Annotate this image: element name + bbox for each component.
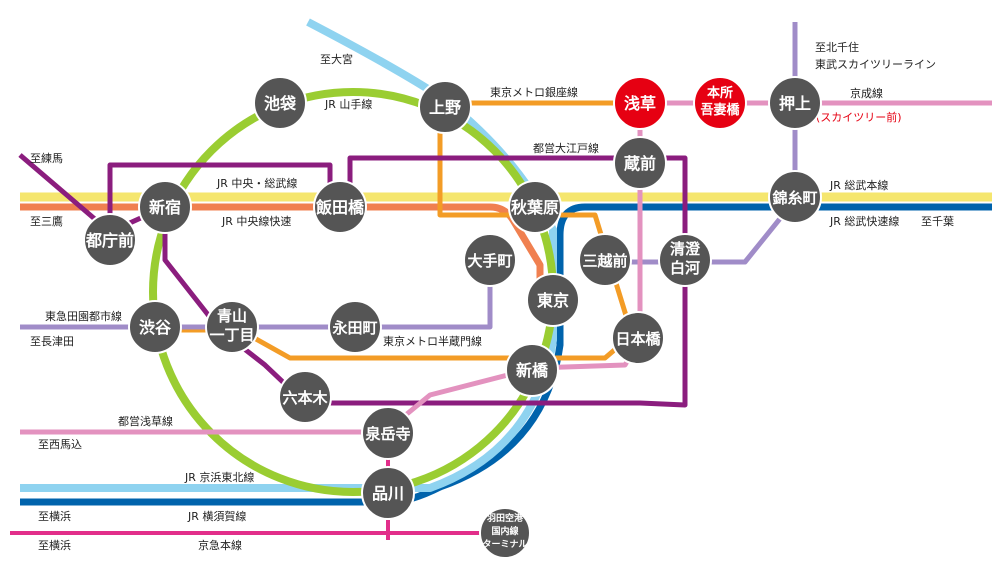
label-jr-yokosuka: JR 横須賀線 [187, 509, 246, 523]
station-honjo-name-2: 吾妻橋 [700, 102, 740, 118]
station-kinshicho[interactable]: 錦糸町 [768, 170, 822, 224]
station-nagatacho[interactable]: 永田町 [328, 300, 382, 354]
station-nihonbashi[interactable]: 日本橋 [611, 311, 665, 365]
label-keisei: 京成線 [850, 86, 883, 100]
station-haneda-name-2: 国内線 [491, 525, 518, 537]
label-to-omiya: 至大宮 [320, 52, 353, 66]
station-shinagawa-name: 品川 [372, 484, 404, 503]
station-roppongi-name: 六本木 [282, 389, 328, 407]
label-toei-oedo: 都営大江戸線 [533, 141, 599, 155]
label-jr-chuo-rapid: JR 中央線快速 [221, 214, 291, 228]
station-roppongi[interactable]: 六本木 [278, 370, 332, 424]
station-kiyosumi-shirakawa[interactable]: 清澄 白河 [658, 233, 712, 287]
label-to-chiba: 至千葉 [921, 214, 954, 228]
line-labels: 至大宮 至練馬 至三鷹 至北千住 東武スカイツリーライン 京成線 (スカイツリー… [30, 40, 954, 552]
station-akihabara[interactable]: 秋葉原 [508, 180, 562, 234]
label-jr-sobu-rapid: JR 総武快速線 [829, 214, 899, 228]
station-shinjuku-name: 新宿 [149, 198, 181, 217]
label-tokyu-den: 東急田園都市線 [45, 309, 122, 323]
station-iidabashi-name: 飯田橋 [315, 198, 365, 217]
label-to-yokohama-1: 至横浜 [38, 509, 71, 523]
label-tobu-skytree: 東武スカイツリーライン [815, 58, 936, 71]
label-toei-asakusa: 都営浅草線 [118, 414, 173, 428]
station-tokyo[interactable]: 東京 [526, 273, 580, 327]
station-shinjuku[interactable]: 新宿 [138, 180, 192, 234]
station-ikebukuro[interactable]: 池袋 [253, 76, 307, 130]
station-ueno-name: 上野 [429, 98, 461, 117]
station-akihabara-name: 秋葉原 [511, 198, 559, 217]
station-tokyo-name: 東京 [537, 291, 569, 310]
label-metro-hanzomon: 東京メトロ半蔵門線 [383, 334, 482, 348]
station-shimbashi[interactable]: 新橋 [505, 343, 559, 397]
station-shibuya-name: 渋谷 [139, 318, 172, 337]
station-tochomae[interactable]: 都庁前 [83, 213, 137, 267]
station-aoyama-name-2: 一丁目 [209, 326, 254, 344]
station-nihonbashi-name: 日本橋 [615, 330, 661, 348]
stations: 池袋 上野 浅草 本所 吾妻橋 押上 蔵前 錦糸町 新宿 [83, 76, 822, 559]
station-otemachi-name: 大手町 [467, 252, 512, 270]
station-otemachi[interactable]: 大手町 [463, 233, 517, 287]
station-ueno[interactable]: 上野 [418, 80, 472, 134]
label-to-kitasenju: 至北千住 [815, 40, 859, 54]
station-honjo-azumabashi[interactable]: 本所 吾妻橋 [693, 76, 747, 130]
station-kiyosumi-name-1: 清澄 [670, 240, 701, 258]
label-to-nagatsuta: 至長津田 [30, 335, 74, 348]
station-kuramae[interactable]: 蔵前 [613, 136, 667, 190]
station-ikebukuro-name: 池袋 [264, 94, 297, 113]
station-sengakuji[interactable]: 泉岳寺 [361, 406, 415, 460]
station-sengakuji-name: 泉岳寺 [364, 425, 410, 443]
station-aoyama-name-1: 青山 [217, 307, 247, 325]
station-haneda-name-3: ターミナル [482, 538, 527, 550]
station-shibuya[interactable]: 渋谷 [128, 300, 182, 354]
label-jr-chuo-sobu: JR 中央・総武線 [216, 176, 297, 190]
station-nagatacho-name: 永田町 [331, 319, 377, 337]
label-keikyu-main: 京急本線 [198, 538, 242, 552]
label-jr-sobu-main: JR 総武本線 [829, 178, 888, 192]
label-to-nerima: 至練馬 [30, 151, 63, 165]
label-to-yokohama-2: 至横浜 [38, 538, 71, 552]
station-aoyama-itchome[interactable]: 青山 一丁目 [205, 300, 259, 354]
label-metro-ginza: 東京メトロ銀座線 [490, 85, 578, 99]
station-asakusa-name: 浅草 [624, 94, 656, 113]
station-asakusa[interactable]: 浅草 [613, 76, 667, 130]
station-oshiage-name: 押上 [779, 94, 811, 113]
station-tochomae-name: 都庁前 [85, 231, 134, 250]
station-kinshicho-name: 錦糸町 [771, 189, 817, 207]
station-shimbashi-name: 新橋 [516, 361, 549, 380]
label-to-nishimagome: 至西馬込 [38, 438, 82, 451]
label-to-mitaka: 至三鷹 [30, 214, 63, 228]
label-jr-keihin: JR 京浜東北線 [184, 470, 254, 484]
station-honjo-name-1: 本所 [707, 85, 733, 101]
station-iidabashi[interactable]: 飯田橋 [313, 180, 367, 234]
station-haneda-name-1: 羽田空港 [487, 512, 524, 524]
station-mitsukoshimae[interactable]: 三越前 [578, 233, 632, 287]
label-skytree-mae: (スカイツリー前) [816, 110, 902, 124]
station-oshiage[interactable]: 押上 [768, 76, 822, 130]
station-haneda[interactable]: 羽田空港 国内線 ターミナル [479, 507, 531, 559]
station-shinagawa[interactable]: 品川 [361, 466, 415, 520]
station-mitsukoshimae-name: 三越前 [582, 252, 627, 270]
label-jr-yamanote: JR 山手線 [324, 97, 372, 111]
station-kuramae-name: 蔵前 [624, 154, 656, 173]
station-kiyosumi-name-2: 白河 [670, 259, 700, 277]
